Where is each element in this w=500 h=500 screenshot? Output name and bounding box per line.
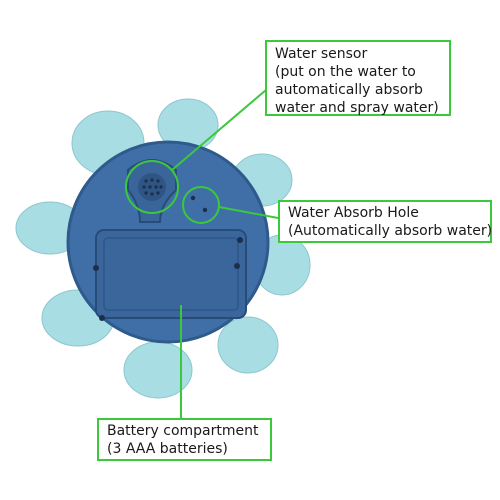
arm-bottom-right <box>217 316 279 374</box>
pointer-ring-sensor <box>125 160 179 214</box>
water-sensor-desc-1: (put on the water to <box>275 64 416 80</box>
water-absorb-hole-desc: (Automatically absorb water) <box>288 223 493 239</box>
absorb-holes <box>190 195 208 213</box>
pointer-line-sensor <box>171 89 267 171</box>
battery-compartment-title: Battery compartment <box>107 423 259 439</box>
battery-compartment-desc: (3 AAA batteries) <box>107 441 228 457</box>
pointer-ring-hole <box>182 186 220 224</box>
water-sensor-desc-3: water and spray water) <box>275 100 439 116</box>
water-sensor-desc-2: automatically absorb <box>275 82 423 98</box>
sensor-grille <box>127 159 177 223</box>
water-sensor-title: Water sensor <box>275 46 368 62</box>
battery-compartment-callout: Battery compartment (3 AAA batteries) <box>97 418 272 461</box>
battery-cover <box>93 229 247 321</box>
water-absorb-hole-callout: Water Absorb Hole (Automatically absorb … <box>278 200 492 243</box>
callout-pointers <box>125 89 279 418</box>
water-sensor-callout: Water sensor (put on the water to automa… <box>265 40 451 116</box>
pointer-line-hole <box>218 206 279 219</box>
water-absorb-hole-title: Water Absorb Hole <box>288 205 419 221</box>
